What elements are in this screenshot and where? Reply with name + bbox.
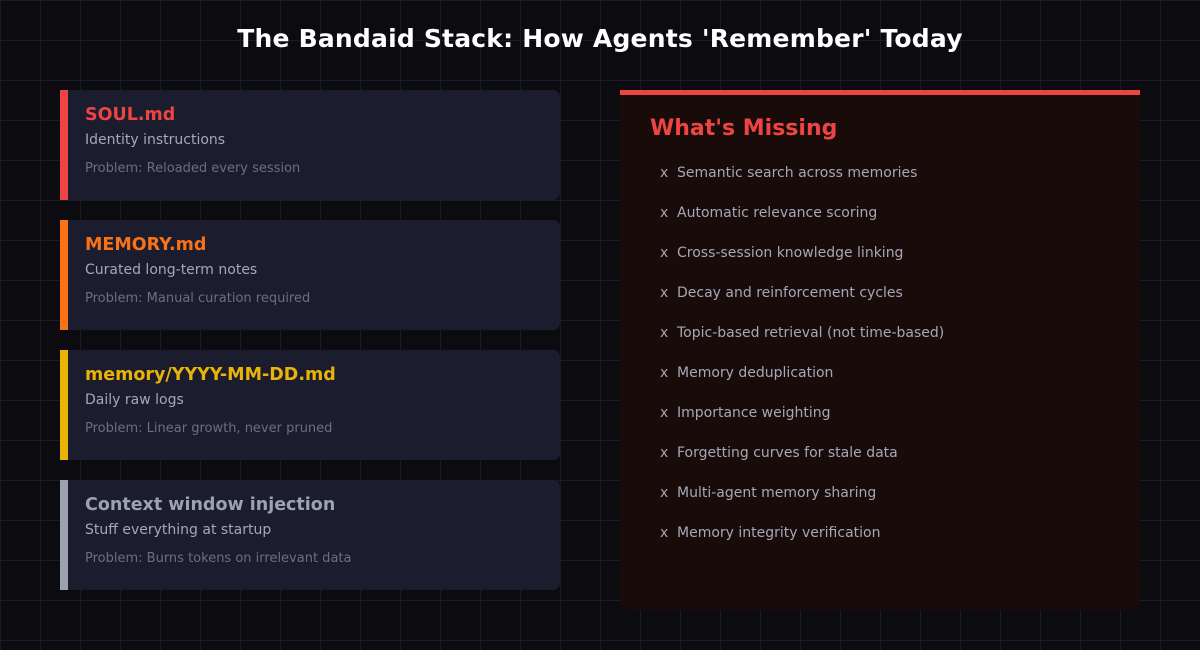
list-item: x Semantic search across memories	[660, 165, 944, 205]
x-mark-icon: x	[660, 405, 669, 421]
x-mark-icon: x	[660, 445, 669, 461]
card-title: MEMORY.md	[85, 235, 207, 255]
list-item: x Multi-agent memory sharing	[660, 485, 944, 525]
card-description: Stuff everything at startup	[85, 522, 272, 538]
card-problem: Problem: Reloaded every session	[85, 161, 301, 176]
item-label: Multi-agent memory sharing	[677, 485, 877, 501]
stack-card-memory: MEMORY.md Curated long-term notes Proble…	[60, 220, 560, 330]
panel-heading: What's Missing	[650, 116, 838, 141]
list-item: x Memory deduplication	[660, 365, 944, 405]
x-mark-icon: x	[660, 325, 669, 341]
card-description: Daily raw logs	[85, 392, 184, 408]
card-problem: Problem: Burns tokens on irrelevant data	[85, 551, 352, 566]
x-mark-icon: x	[660, 525, 669, 541]
x-mark-icon: x	[660, 205, 669, 221]
list-item: x Decay and reinforcement cycles	[660, 285, 944, 325]
item-label: Topic-based retrieval (not time-based)	[677, 325, 945, 341]
x-mark-icon: x	[660, 245, 669, 261]
card-title: Context window injection	[85, 495, 336, 515]
list-item: x Memory integrity verification	[660, 525, 944, 565]
card-description: Curated long-term notes	[85, 262, 258, 278]
list-item: x Cross-session knowledge linking	[660, 245, 944, 285]
card-title: memory/YYYY-MM-DD.md	[85, 365, 336, 385]
card-problem: Problem: Manual curation required	[85, 291, 311, 306]
x-mark-icon: x	[660, 165, 669, 181]
item-label: Memory integrity verification	[677, 525, 881, 541]
x-mark-icon: x	[660, 365, 669, 381]
stack-card-context-injection: Context window injection Stuff everythin…	[60, 480, 560, 590]
stack-card-daily-logs: memory/YYYY-MM-DD.md Daily raw logs Prob…	[60, 350, 560, 460]
stack-card-soul: SOUL.md Identity instructions Problem: R…	[60, 90, 560, 200]
item-label: Importance weighting	[677, 405, 831, 421]
item-label: Decay and reinforcement cycles	[677, 285, 903, 301]
item-label: Automatic relevance scoring	[677, 205, 878, 221]
item-label: Forgetting curves for stale data	[677, 445, 898, 461]
page-title: The Bandaid Stack: How Agents 'Remember'…	[237, 24, 963, 53]
whats-missing-panel: What's Missing x Semantic search across m…	[620, 90, 1140, 610]
item-label: Cross-session knowledge linking	[677, 245, 904, 261]
list-item: x Topic-based retrieval (not time-based)	[660, 325, 944, 365]
list-item: x Forgetting curves for stale data	[660, 445, 944, 485]
card-title: SOUL.md	[85, 105, 176, 125]
card-problem: Problem: Linear growth, never pruned	[85, 421, 333, 436]
card-description: Identity instructions	[85, 132, 226, 148]
x-mark-icon: x	[660, 285, 669, 301]
item-label: Semantic search across memories	[677, 165, 918, 181]
list-item: x Automatic relevance scoring	[660, 205, 944, 245]
list-item: x Importance weighting	[660, 405, 944, 445]
x-mark-icon: x	[660, 485, 669, 501]
item-label: Memory deduplication	[677, 365, 834, 381]
